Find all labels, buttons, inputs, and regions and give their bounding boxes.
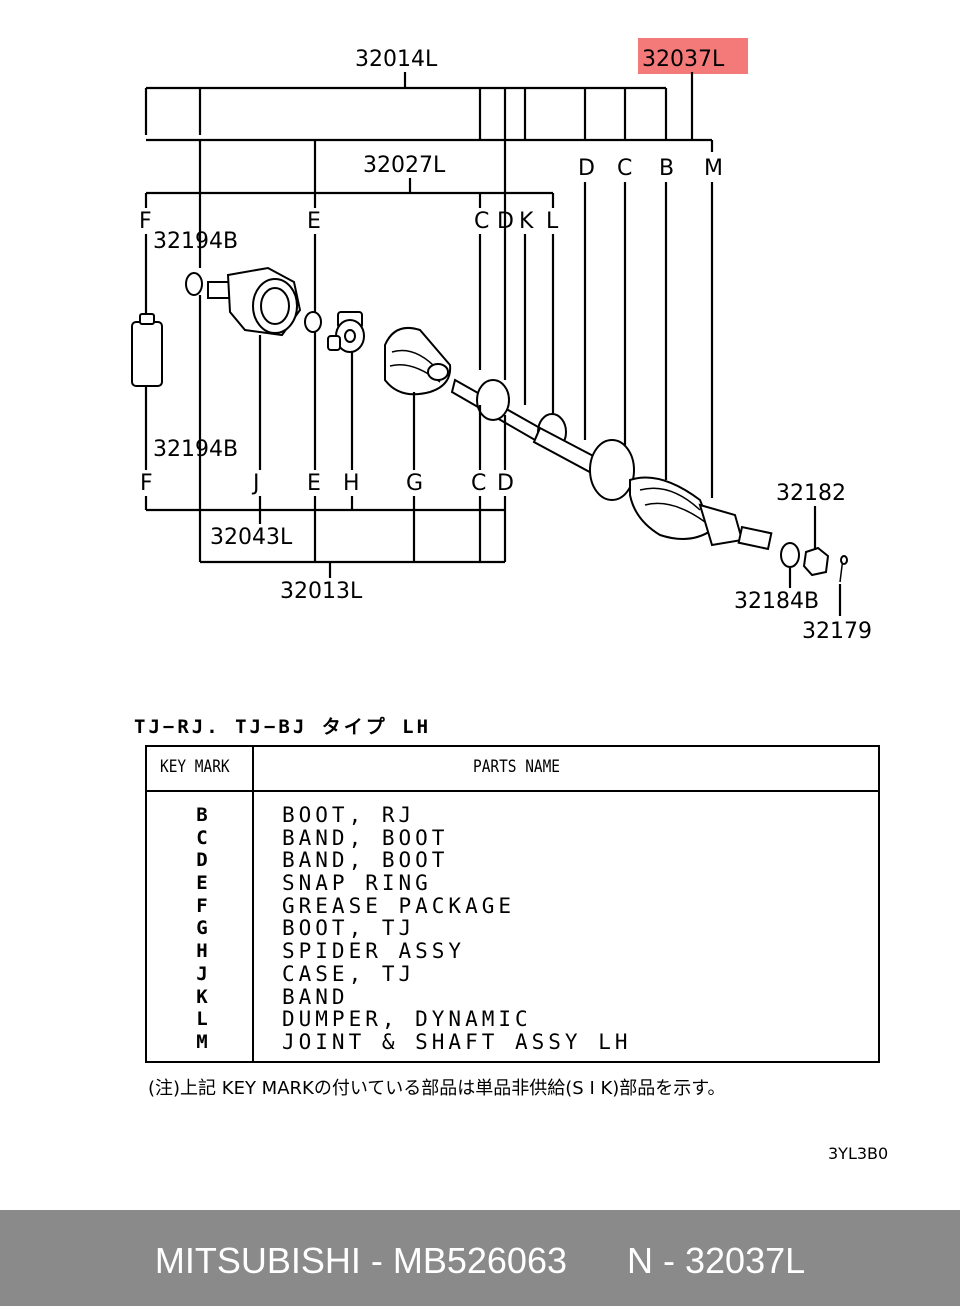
table-row: H SPIDER ASSY: [147, 941, 878, 964]
table-row: B BOOT, RJ: [147, 805, 878, 828]
label-32182: 32182: [776, 481, 846, 506]
key-mark: D: [196, 849, 208, 872]
key-bot-D: D: [497, 471, 514, 496]
part-name: BAND, BOOT: [282, 825, 449, 850]
part-name: CASE, TJ: [282, 961, 416, 986]
key-top-B: B: [659, 156, 674, 181]
label-32037L: 32037L: [642, 47, 725, 72]
exploded-parts-diagram: 32014L 32037L D C B M 32027L F E C D K L…: [131, 38, 872, 644]
label-32043L: 32043L: [210, 525, 293, 550]
part-name: SNAP RING: [282, 871, 432, 896]
table-row: G BOOT, TJ: [147, 918, 878, 941]
key-mark: G: [196, 917, 208, 940]
key-bot-C: C: [471, 471, 486, 496]
drive-shaft-assy: [450, 378, 773, 551]
key-bot-G: G: [406, 471, 423, 496]
key-top-M: M: [704, 156, 723, 181]
key-mark: B: [196, 804, 208, 826]
header-key-mark: KEY MARK: [160, 757, 230, 777]
key-mark: M: [196, 1030, 208, 1053]
table-row: L DUMPER, DYNAMIC: [147, 1009, 878, 1032]
table-row: J CASE, TJ: [147, 961, 878, 987]
label-32014L: 32014L: [355, 47, 438, 72]
key-mark: H: [196, 940, 208, 963]
grease-package: [131, 321, 163, 387]
key-mark: J: [196, 962, 208, 985]
key-mid-C: C: [474, 209, 489, 234]
table-row: E SNAP RING: [147, 873, 878, 896]
part-name: DUMPER, DYNAMIC: [282, 1007, 532, 1032]
key-mark: C: [196, 826, 208, 849]
key-top-C: C: [617, 156, 632, 181]
key-bot-H: H: [343, 471, 360, 496]
key-bot-E: E: [307, 471, 321, 496]
part-name: BAND, BOOT: [282, 848, 449, 873]
label-32013L: 32013L: [280, 579, 363, 604]
part-name: BAND: [282, 984, 349, 1009]
snap-ring-32194B: [185, 272, 203, 296]
tj-case: [207, 266, 302, 337]
key-mark: L: [196, 1008, 208, 1031]
diagram-code: 3YL3B0: [828, 1144, 889, 1163]
key-mid-F: F: [139, 209, 152, 234]
key-bot-F: F: [140, 471, 153, 496]
footer-bar: MITSUBISHI - MB526063 N - 32037L: [0, 1210, 960, 1306]
washer-32184B: [780, 542, 800, 568]
nut-32182: [802, 546, 830, 577]
key-mark: E: [196, 872, 208, 895]
parts-table: KEY MARK PARTS NAME B BOOT, RJ C BAND, BOO…: [145, 745, 880, 1063]
part-name: SPIDER ASSY: [282, 939, 466, 964]
footer-part-number: MITSUBISHI - MB526063 N - 32037L: [154, 1240, 806, 1281]
label-32027L: 32027L: [363, 153, 446, 178]
part-name: BOOT, TJ: [282, 916, 416, 941]
part-name: BOOT, RJ: [282, 803, 416, 827]
highlight-32037L: [638, 38, 748, 74]
key-mid-K: K: [519, 209, 534, 234]
tj-boot: [384, 326, 452, 396]
header-parts-name: PARTS NAME: [473, 757, 561, 777]
table-row: F GREASE PACKAGE: [147, 893, 878, 919]
key-bot-J: J: [251, 471, 260, 496]
spider-assy: [327, 311, 365, 353]
table-row: D BAND, BOOT: [147, 850, 878, 873]
key-mark: F: [196, 894, 208, 917]
table-row: K BAND: [147, 984, 878, 1010]
footnote: (注)上記 KEY MARKの付いている部品は単品非供給(S I K)部品を示す…: [148, 1078, 726, 1099]
table-title: TJ−RJ. TJ−BJ タイプ LH: [134, 716, 432, 738]
table-row: C BAND, BOOT: [147, 825, 878, 851]
label-32179: 32179: [802, 619, 872, 644]
label-32184B: 32184B: [734, 589, 819, 614]
key-mark: K: [196, 985, 208, 1008]
label-32194B-top: 32194B: [153, 229, 238, 254]
label-32194B-bottom: 32194B: [153, 437, 238, 462]
key-mid-E: E: [307, 209, 321, 234]
key-top-D: D: [578, 156, 595, 181]
part-name: GREASE PACKAGE: [282, 893, 516, 918]
table-row: M JOINT & SHAFT ASSY LH: [147, 1029, 878, 1055]
key-mid-L: L: [546, 209, 559, 234]
part-name: JOINT & SHAFT ASSY LH: [282, 1029, 632, 1054]
snap-ring-E: [304, 311, 322, 333]
